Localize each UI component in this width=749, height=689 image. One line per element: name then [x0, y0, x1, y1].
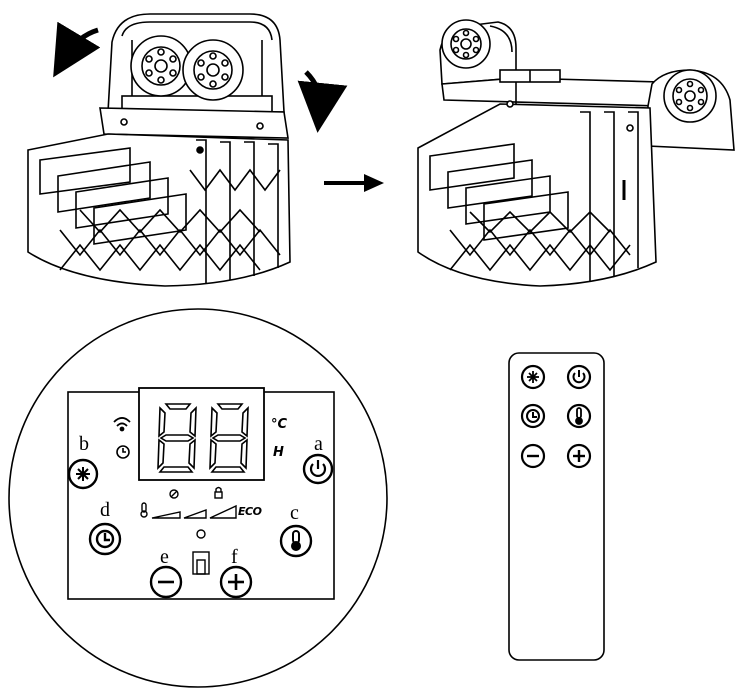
- control-panel-magnifier: [8, 308, 388, 688]
- sensor-dot: [196, 529, 206, 539]
- receiver-window-icon: [192, 551, 210, 575]
- power-icon: [309, 460, 327, 477]
- clock-icon: [95, 529, 115, 549]
- plus-icon: [573, 450, 585, 462]
- thermostat-button[interactable]: [279, 524, 313, 558]
- thermostat-indicator-icon: [140, 502, 148, 518]
- remote-minus-button[interactable]: [520, 443, 546, 469]
- lock-indicator-icon: [214, 486, 223, 499]
- fan-icon: [76, 467, 90, 481]
- rotate-arrow-left: [53, 21, 101, 78]
- heater-before-illustration: [27, 13, 291, 287]
- lamp-right: [182, 39, 244, 101]
- label-d: d: [100, 499, 110, 521]
- fan-icon: [527, 371, 539, 383]
- remote-plus-button[interactable]: [566, 443, 592, 469]
- clock-icon: [526, 409, 540, 423]
- label-e: e: [160, 546, 169, 568]
- power-icon: [572, 370, 586, 384]
- thermometer-icon: [575, 407, 583, 425]
- remote-thermostat-button[interactable]: [566, 403, 592, 429]
- label-b: b: [79, 433, 89, 455]
- fan-button[interactable]: [67, 458, 99, 490]
- fan-indicator-icon: [169, 489, 179, 499]
- remote-timer-button[interactable]: [520, 403, 546, 429]
- timer-indicator-icon: [116, 445, 130, 459]
- thermometer-icon: [291, 530, 301, 551]
- label-c: c: [290, 502, 299, 524]
- display-digits-value: 88: [150, 400, 254, 480]
- remote-fan-button[interactable]: [520, 364, 546, 390]
- heater-after-illustration: [417, 19, 735, 287]
- seven-segment-digits: [157, 403, 249, 473]
- transition-arrow: [324, 174, 384, 192]
- hour-unit: H: [273, 445, 284, 460]
- plus-icon: [228, 574, 244, 590]
- label-a: a: [314, 433, 323, 455]
- plus-button[interactable]: [219, 565, 253, 599]
- timer-button[interactable]: [88, 522, 122, 556]
- minus-button[interactable]: [149, 565, 183, 599]
- eco-indicator: ECO: [238, 505, 262, 518]
- wifi-icon: [113, 417, 131, 432]
- label-f: f: [231, 546, 238, 568]
- heat-level-bars: [151, 504, 237, 519]
- remote-power-button[interactable]: [566, 364, 592, 390]
- remote-control: [508, 352, 605, 661]
- celsius-unit: °C: [271, 417, 288, 432]
- power-button[interactable]: [302, 453, 334, 485]
- rotate-arrow-right: [297, 70, 348, 133]
- lamp-left: [130, 35, 192, 97]
